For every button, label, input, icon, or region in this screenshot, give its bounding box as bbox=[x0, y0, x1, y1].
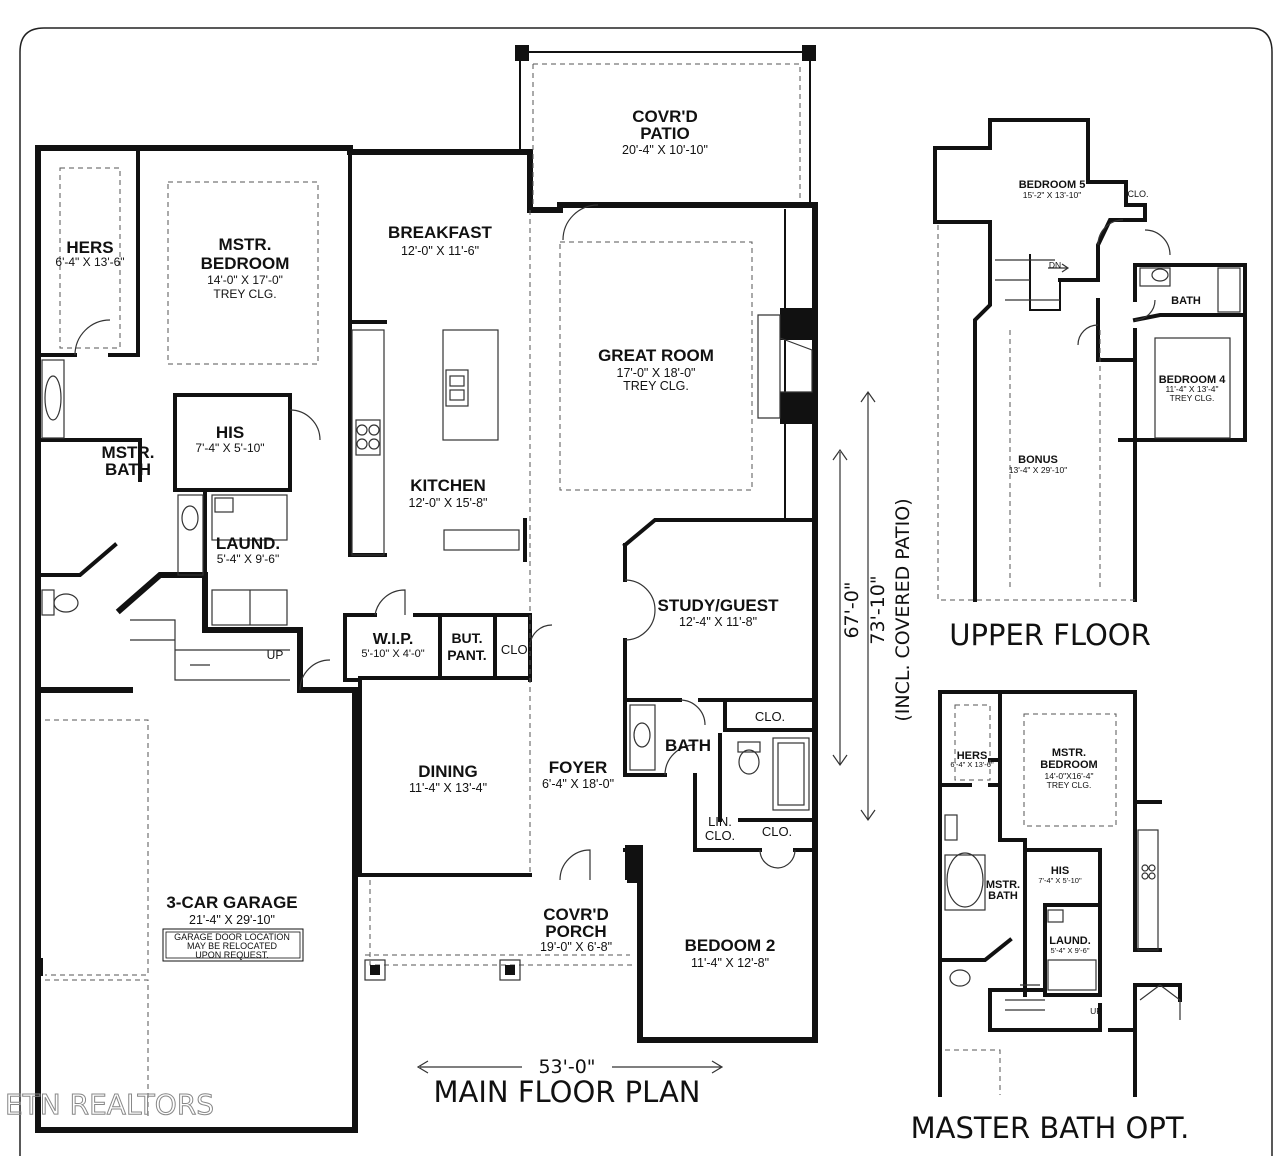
depth-incl-dimension: 73'-10" bbox=[867, 575, 889, 644]
lin-clo-label-2: CLO. bbox=[705, 828, 735, 843]
garage-label: 3-CAR GARAGE bbox=[166, 893, 297, 912]
wip-size: 5'-10" X 4'-0" bbox=[361, 648, 424, 660]
study-label: STUDY/GUEST bbox=[658, 596, 780, 615]
patio-label: COVR'D bbox=[632, 107, 697, 126]
patio-outline bbox=[515, 45, 816, 206]
opt-laund-label: LAUND. bbox=[1049, 935, 1091, 947]
opt-stair-label: UP bbox=[1090, 1006, 1102, 1016]
his-size: 7'-4" X 5'-10" bbox=[195, 441, 264, 455]
clo-bath-label: CLO. bbox=[755, 709, 785, 724]
bedroom4-size: 11'-4" X 13'-4" bbox=[1165, 384, 1218, 394]
upper-floor-labels: BEDROOM 5 15'-2" X 13'-10" CLO. DN BATH … bbox=[949, 179, 1226, 652]
mstr-bath-label-2: BATH bbox=[105, 460, 151, 479]
kitchen-label: KITCHEN bbox=[410, 476, 486, 495]
hers-size: 6'-4" X 13'-6" bbox=[55, 255, 124, 269]
bath-label: BATH bbox=[665, 736, 711, 755]
opt-mstr-bath-label: MSTR. bbox=[986, 879, 1020, 891]
opt-his-label: HIS bbox=[1051, 865, 1069, 877]
opt-mstr-bedroom-label: MSTR. bbox=[1052, 747, 1086, 759]
hers-label: HERS bbox=[66, 238, 113, 257]
main-floor-labels: COVR'D PATIO 20'-4" X 10'-10" HERS 6'-4"… bbox=[55, 107, 792, 970]
upper-floor-walls bbox=[933, 118, 1247, 602]
bonus-label: BONUS bbox=[1018, 454, 1058, 466]
clo-pant-label: CLO. bbox=[501, 642, 531, 657]
bedroom2-size: 11'-4" X 12'-8" bbox=[691, 956, 769, 970]
depth-dimension: 67'-0" bbox=[841, 581, 863, 638]
garage-note-2: MAY BE RELOCATED bbox=[187, 941, 278, 951]
garage-note-1: GARAGE DOOR LOCATION bbox=[174, 932, 290, 942]
garage-note-3: UPON REQUEST. bbox=[195, 950, 269, 960]
opt-hers-label: HERS bbox=[957, 750, 988, 762]
bedroom5-size: 15'-2" X 13'-10" bbox=[1023, 190, 1081, 200]
but-pant-label-2: PANT. bbox=[447, 647, 486, 663]
main-floor-title: MAIN FLOOR PLAN bbox=[434, 1075, 701, 1109]
but-pant-label: BUT. bbox=[451, 630, 482, 646]
upper-clo-label: CLO. bbox=[1127, 189, 1148, 199]
breakfast-size: 12'-0" X 11'-6" bbox=[401, 244, 479, 258]
depth-incl-note: (INCL. COVERED PATIO) bbox=[892, 498, 914, 721]
master-bath-opt-title: MASTER BATH OPT. bbox=[911, 1111, 1190, 1145]
opt-his-size: 7'-4" X 5'-10" bbox=[1038, 876, 1082, 885]
patio-size: 20'-4" X 10'-10" bbox=[622, 143, 708, 157]
fixtures bbox=[35, 308, 816, 981]
width-dimension: 53'-0" bbox=[538, 1056, 595, 1078]
main-stair-label: UP bbox=[267, 648, 284, 662]
mstr-bedroom-size: 14'-0" X 17'-0" bbox=[207, 273, 283, 287]
opt-mstr-bedroom-size: 14'-0"X16'-4" bbox=[1045, 771, 1094, 781]
lin-clo-label: LIN. bbox=[708, 814, 732, 829]
opt-laund-size: 5'-4" X 9'-6" bbox=[1050, 946, 1089, 955]
porch-size: 19'-0" X 6'-8" bbox=[540, 940, 612, 954]
bedroom4-label: BEDROOM 4 bbox=[1159, 374, 1227, 386]
upper-stair-label: DN bbox=[1049, 260, 1061, 270]
main-floor-walls bbox=[35, 145, 818, 1133]
foyer-size: 6'-4" X 18'-0" bbox=[542, 777, 614, 791]
laund-label: LAUND. bbox=[216, 534, 280, 553]
opt-mstr-bath-label-2: BATH bbox=[988, 890, 1018, 902]
dining-label: DINING bbox=[418, 762, 478, 781]
main-floor-dimension-text: 53'-0" MAIN FLOOR PLAN 67'-0" 73'-10" (I… bbox=[434, 498, 915, 1109]
kitchen-size: 12'-0" X 15'-8" bbox=[409, 496, 488, 510]
main-floor-dimensions bbox=[416, 390, 876, 1074]
bedroom4-note: TREY CLG. bbox=[1170, 393, 1215, 403]
upper-bath-label: BATH bbox=[1171, 295, 1201, 307]
garage-size: 21'-4" X 29'-10" bbox=[189, 913, 275, 927]
bedroom2-label: BEDOOM 2 bbox=[685, 936, 776, 955]
opt-mstr-bedroom-note: TREY CLG. bbox=[1047, 780, 1092, 790]
mstr-bedroom-note: TREY CLG. bbox=[213, 287, 276, 301]
door-swings bbox=[74, 204, 796, 881]
opt-hers-size: 6'-4" X 13'-6" bbox=[950, 760, 994, 769]
mstr-bath-label: MSTR. bbox=[102, 443, 155, 462]
wip-label: W.I.P. bbox=[373, 631, 414, 648]
great-room-size: 17'-0" X 18'-0" bbox=[617, 366, 696, 380]
bedroom5-label: BEDROOM 5 bbox=[1019, 179, 1086, 191]
breakfast-label: BREAKFAST bbox=[388, 223, 493, 242]
opt-mstr-bedroom-label-2: BEDROOM bbox=[1040, 759, 1097, 771]
watermark-text: ETN REALTORS bbox=[5, 1088, 214, 1121]
porch-label-2: PORCH bbox=[545, 922, 606, 941]
mstr-bedroom-label: MSTR. bbox=[219, 235, 272, 254]
porch-label: COVR'D bbox=[543, 905, 608, 924]
upper-floor-title: UPPER FLOOR bbox=[949, 618, 1151, 652]
his-label: HIS bbox=[216, 423, 244, 442]
patio-label-2: PATIO bbox=[640, 124, 689, 143]
laund-size: 5'-4" X 9'-6" bbox=[217, 552, 279, 566]
master-bath-opt-labels: HERS 6'-4" X 13'-6" MSTR. BEDROOM 14'-0"… bbox=[911, 747, 1190, 1145]
great-room-note: TREY CLG. bbox=[623, 379, 689, 393]
mstr-bedroom-label-2: BEDROOM bbox=[201, 254, 290, 273]
dining-size: 11'-4" X 13'-4" bbox=[409, 781, 487, 795]
bonus-size: 13'-4" X 29'-10" bbox=[1009, 465, 1067, 475]
master-bath-opt-walls bbox=[938, 690, 1182, 1097]
study-size: 12'-4" X 11'-8" bbox=[679, 615, 757, 629]
great-room-label: GREAT ROOM bbox=[598, 346, 714, 365]
sheet-border bbox=[19, 27, 1273, 1156]
clo-bed2-label: CLO. bbox=[762, 824, 792, 839]
foyer-label: FOYER bbox=[549, 758, 608, 777]
